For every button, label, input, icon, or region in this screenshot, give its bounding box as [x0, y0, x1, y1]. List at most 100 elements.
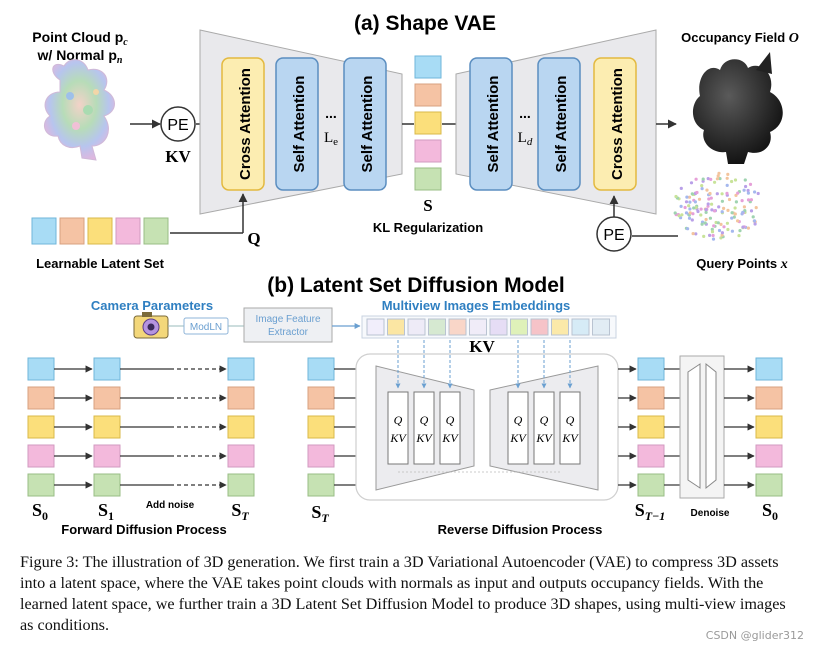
- query-point: [743, 178, 747, 182]
- camera-icon: [133, 312, 169, 339]
- query-point: [709, 196, 713, 200]
- query-point: [684, 200, 689, 204]
- query-point: [695, 190, 699, 195]
- figure-caption: Figure 3: The illustration of 3D generat…: [20, 553, 786, 634]
- latent-token: [414, 111, 442, 135]
- query-point: [725, 176, 729, 180]
- query-point: [730, 211, 734, 215]
- query-point: [748, 182, 753, 186]
- self-attention-label: Self Attention: [291, 76, 308, 173]
- query-point: [687, 204, 691, 208]
- extractor-label-1: Image Feature: [255, 314, 320, 325]
- query-point: [726, 172, 730, 176]
- denoise-shape-1: [687, 363, 701, 489]
- query-point: [742, 188, 746, 192]
- st-label: ST: [231, 500, 249, 523]
- query-point: [687, 216, 692, 220]
- q-label: Q: [394, 413, 403, 427]
- query-point: [733, 212, 737, 216]
- cross-attention-label: Cross Attention: [237, 68, 254, 180]
- query-point: [716, 221, 720, 225]
- latent-token: [307, 444, 335, 468]
- query-point: [706, 204, 710, 208]
- query-point: [704, 208, 708, 212]
- encoder-dots: ...: [325, 105, 337, 121]
- query-point: [702, 234, 706, 238]
- query-point: [716, 174, 720, 178]
- query-point: [687, 195, 692, 199]
- kv-label: KV: [509, 431, 527, 445]
- query-point: [720, 233, 724, 237]
- query-point: [710, 208, 714, 212]
- latent-token: [637, 357, 665, 381]
- cross-attention-label: Cross Attention: [609, 68, 626, 180]
- query-point: [744, 184, 748, 189]
- latent-token: [93, 357, 121, 381]
- q-label: Q: [540, 413, 549, 427]
- embedding-token: [428, 318, 446, 336]
- self-attention-label: Self Attention: [553, 76, 570, 173]
- query-point: [736, 191, 740, 195]
- query-point: [718, 177, 722, 181]
- latent-s-label: S: [423, 196, 432, 215]
- query-point: [725, 221, 730, 225]
- latent-token: [143, 217, 169, 245]
- query-point: [715, 177, 720, 181]
- embedding-token: [489, 318, 508, 336]
- denoise-label: Denoise: [691, 508, 730, 519]
- query-point: [734, 200, 739, 204]
- reverse-diffusion-label: Reverse Diffusion Process: [438, 522, 603, 537]
- embedding-token: [407, 318, 426, 336]
- query-point: [738, 229, 742, 233]
- query-point: [708, 216, 713, 220]
- kv-label-encoder: KV: [165, 147, 191, 166]
- attention-block: [387, 391, 409, 465]
- query-point: [737, 234, 741, 238]
- embedding-token: [448, 318, 467, 336]
- kv-label: KV: [561, 431, 579, 445]
- query-points-image: [673, 171, 760, 241]
- s0b-label: S0: [762, 500, 778, 523]
- kv-label-condition: KV: [469, 337, 495, 356]
- query-point: [741, 225, 745, 229]
- latent-token: [307, 386, 335, 410]
- latent-token: [115, 217, 141, 245]
- attention-block: [559, 391, 581, 465]
- query-point: [710, 227, 714, 231]
- query-point: [730, 229, 735, 233]
- query-point: [754, 206, 758, 210]
- query-point: [715, 192, 719, 196]
- pe-node-encoder: [160, 106, 196, 142]
- query-point: [726, 208, 730, 212]
- latent-token: [227, 386, 255, 410]
- embedding-token: [551, 318, 569, 336]
- query-point: [679, 186, 683, 190]
- query-point: [704, 217, 708, 222]
- latent-token: [307, 473, 335, 497]
- latent-token: [414, 55, 442, 79]
- query-point: [727, 197, 732, 202]
- query-point: [690, 218, 694, 222]
- vae-title: (a) Shape VAE: [354, 12, 496, 35]
- self-attention-label: Self Attention: [359, 76, 376, 173]
- query-point: [746, 191, 751, 195]
- pe-label: PE: [167, 117, 188, 134]
- query-point: [674, 194, 678, 199]
- learnable-latent-set: [31, 217, 169, 245]
- query-point: [749, 209, 754, 213]
- reverse-diffusion-inputs: [307, 357, 356, 497]
- decoder-cross-attention: [593, 57, 637, 191]
- query-point: [708, 191, 712, 196]
- query-point: [746, 198, 751, 202]
- latent-token: [755, 415, 783, 439]
- q-label-encoder: Q: [247, 229, 260, 248]
- query-point: [710, 230, 715, 234]
- query-point: [700, 184, 704, 188]
- query-point: [741, 210, 745, 214]
- kv-label: KV: [535, 431, 553, 445]
- latent-token: [307, 415, 335, 439]
- latent-token: [59, 217, 85, 245]
- kv-connections: [395, 340, 573, 389]
- latent-token: [637, 444, 665, 468]
- query-point: [751, 215, 755, 219]
